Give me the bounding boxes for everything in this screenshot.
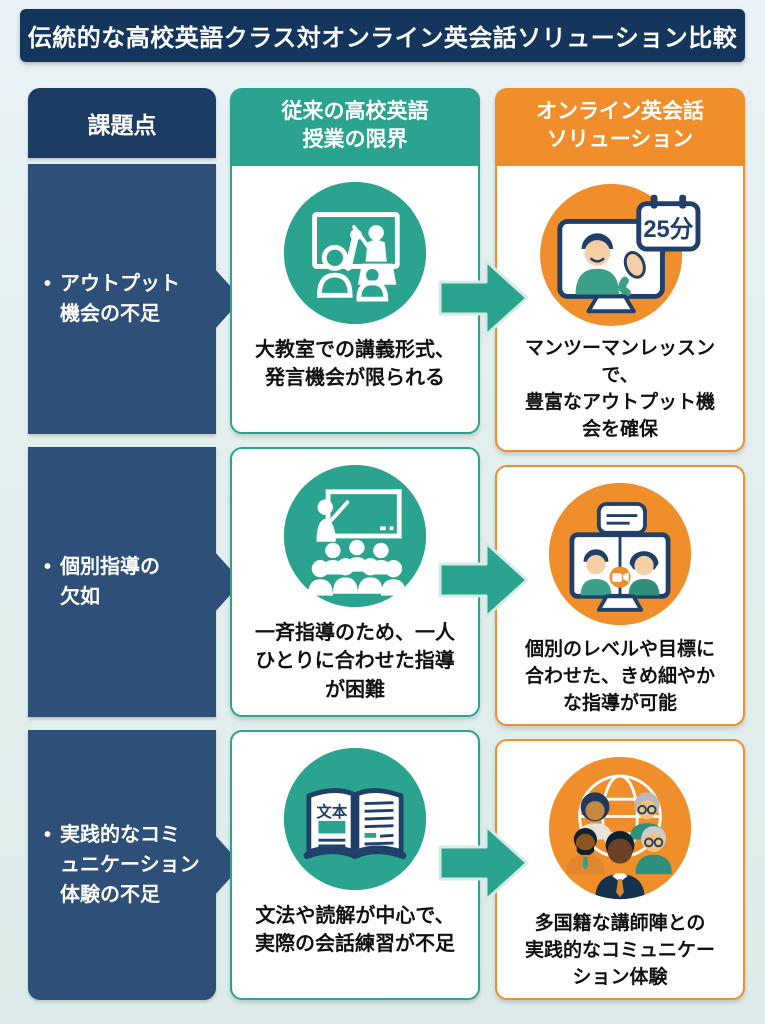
issue-text: 実践的なコミ ュニケーション 体験の不足 [60, 824, 200, 906]
video-call-wave-icon: 25分 [540, 183, 701, 327]
video-call-two-people-icon [548, 482, 692, 626]
online-card-individual: 個別のレベルや目標に 合わせた、きめ細やか な指導が可能 [495, 464, 745, 726]
lecture-crowd-icon [283, 464, 427, 608]
traditional-column: 従来の高校英語 授業の限界 大教室での講義形式、 発言機会が限られる [230, 88, 480, 1000]
issue-text: アウトプット 機会の不足 [60, 273, 181, 325]
textbook-label: 文本 [317, 802, 348, 821]
issue-item-individual: • 個別指導の 欠如 [28, 447, 242, 717]
traditional-card-output: 大教室での講義形式、 発言機会が限られる [230, 164, 480, 434]
traditional-card-text: 大教室での講義形式、 発言機会が限られる [255, 339, 455, 390]
issue-item-output: • アウトプット 機会の不足 [28, 164, 242, 434]
online-column-header: オンライン英会話 ソリューション [495, 88, 745, 164]
issues-list: • アウトプット 機会の不足 • 個別指導の 欠如 • 実践的なコミ ュ [28, 164, 242, 1000]
traditional-card-individual: 一斉指導のため、一人 ひとりに合わせた指導 が困難 [230, 447, 480, 717]
online-column: オンライン英会話 ソリューション 25分 マンツ [495, 88, 745, 1000]
issues-column-header: 課題点 [28, 88, 216, 158]
comparison-grid: 課題点 • アウトプット 機会の不足 • 個別指導の 欠如 [0, 88, 765, 1000]
online-card-practical: 多国籍な講師陣との 実践的なコミュニケー ション体験 [495, 738, 745, 1000]
global-teachers-icon [548, 756, 692, 900]
flow-arrow-icon [438, 259, 529, 337]
issue-item-practical: • 実践的なコミ ュニケーション 体験の不足 [28, 730, 242, 1000]
online-card-text: 個別のレベルや目標に 合わせた、きめ細やか な指導が可能 [524, 638, 715, 714]
issue-text: 個別指導の 欠如 [60, 556, 161, 608]
traditional-card-practical: 文本 文法や読解が中心で、 実際の会話練習が不足 [230, 730, 480, 1000]
issues-column: 課題点 • アウトプット 機会の不足 • 個別指導の 欠如 [28, 88, 242, 1000]
bullet-icon: • [44, 824, 52, 846]
online-card-text: マンツーマンレッスンで、 豊富なアウトプット機 会を確保 [524, 338, 715, 440]
classroom-raise-hand-icon [283, 181, 427, 325]
flow-arrow-icon [438, 824, 529, 902]
traditional-card-text: 一斉指導のため、一人 ひとりに合わせた指導 が困難 [255, 622, 455, 701]
bullet-icon: • [44, 273, 52, 295]
bullet-icon: • [44, 556, 52, 578]
traditional-column-header: 従来の高校英語 授業の限界 [230, 88, 480, 164]
flow-arrow-icon [438, 541, 529, 619]
online-card-text: 多国籍な講師陣との 実践的なコミュニケー ション体験 [524, 912, 715, 988]
lesson-duration-badge: 25分 [643, 216, 693, 243]
traditional-card-text: 文法や読解が中心で、 実際の会話練習が不足 [255, 905, 455, 956]
online-card-output: 25分 マンツーマンレッスンで、 豊富なアウトプット機 会を確保 [495, 164, 745, 452]
page-title: 伝統的な高校英語クラス対オンライン英会話ソリューション比較 [20, 9, 745, 62]
textbook-icon: 文本 [283, 747, 427, 891]
